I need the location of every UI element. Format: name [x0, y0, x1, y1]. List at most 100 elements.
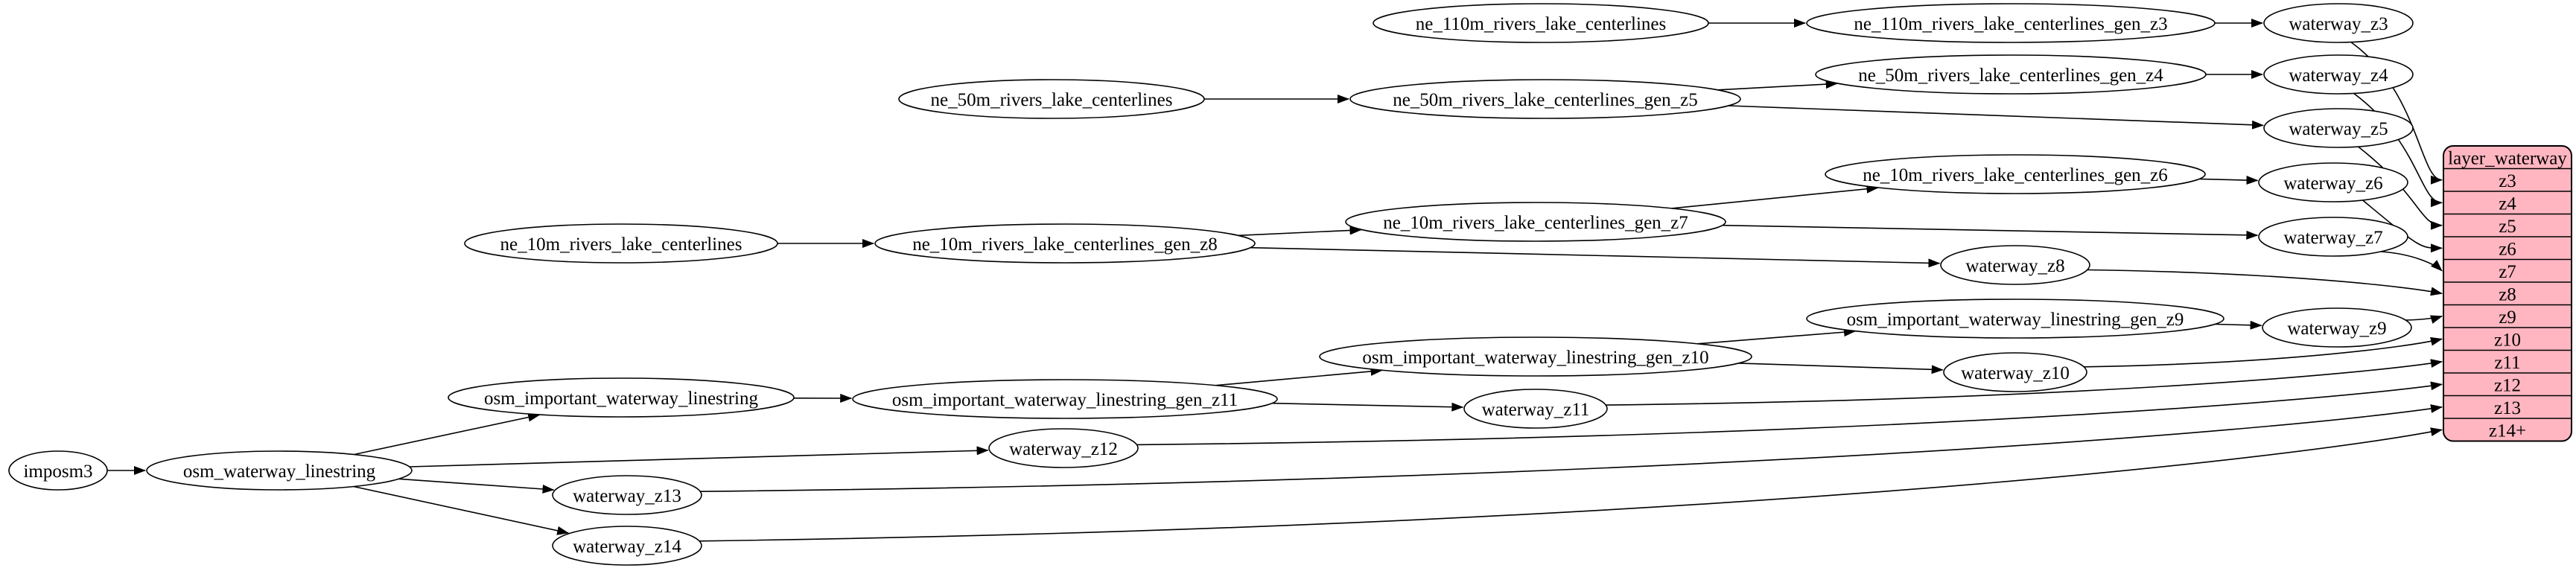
edge-osm_waterway_linestring-waterway_z14 [353, 485, 570, 535]
node-waterway_z12: waterway_z12 [988, 428, 1139, 468]
node-label: waterway_z8 [1965, 256, 2064, 276]
node-label: ne_110m_rivers_lake_centerlines [1416, 14, 1666, 34]
node-label: osm_waterway_linestring [183, 462, 376, 482]
node-label: ne_50m_rivers_lake_centerlines_gen_z5 [1393, 90, 1698, 110]
node-ellipse [874, 223, 1256, 264]
edge-osm_important_waterway_linestring_gen_z9-waterway_z9 [2215, 320, 2262, 330]
node-label: waterway_z7 [2283, 228, 2382, 248]
node-ellipse [1345, 202, 1726, 242]
edge-waterway_z6-layer_waterway-z6 [2362, 200, 2443, 253]
node-ellipse [2263, 3, 2414, 43]
node-ne_50m_rivers_lake_centerlines_gen_z4: ne_50m_rivers_lake_centerlines_gen_z4 [1815, 54, 2207, 95]
node-ellipse [1815, 54, 2207, 95]
edge-ne_10m_rivers_lake_centerlines_gen_z7-waterway_z7 [1722, 224, 2259, 240]
node-label: waterway_z12 [1009, 439, 1118, 459]
node-ne_110m_rivers_lake_centerlines_gen_z3: ne_110m_rivers_lake_centerlines_gen_z3 [1806, 3, 2216, 43]
node-label: waterway_z13 [573, 486, 681, 506]
node-ne_50m_rivers_lake_centerlines_gen_z5: ne_50m_rivers_lake_centerlines_gen_z5 [1349, 79, 1741, 119]
edge-waterway_z11-layer_waterway-z11 [1606, 359, 2443, 406]
edges-layer [107, 19, 2443, 542]
node-osm_important_waterway_linestring_gen_z10: osm_important_waterway_linestring_gen_z1… [1319, 336, 1752, 377]
node-ellipse [8, 450, 108, 491]
table-row-label-z10: z10 [2494, 330, 2521, 350]
edge-osm_waterway_linestring-osm_important_waterway_linestring [354, 412, 541, 456]
node-ellipse [1943, 352, 2087, 392]
edge-waterway_z10-layer_waterway-z10 [2084, 336, 2443, 368]
node-label: osm_important_waterway_linestring [484, 389, 758, 409]
edge-waterway_z12-layer_waterway-z12 [1136, 381, 2443, 446]
node-waterway_z5: waterway_z5 [2263, 108, 2414, 148]
table-row-label-z14+: z14+ [2489, 421, 2526, 441]
node-waterway_z8: waterway_z8 [1940, 245, 2090, 285]
node-osm_important_waterway_linestring: osm_important_waterway_linestring [448, 377, 795, 418]
node-ellipse [1825, 154, 2206, 194]
node-waterway_z4: waterway_z4 [2263, 54, 2414, 95]
node-ellipse [2263, 54, 2414, 95]
node-label: waterway_z6 [2283, 173, 2382, 194]
edge-osm_important_waterway_linestring_gen_z11-osm_important_waterway_linestring_gen_z10 [1215, 366, 1383, 386]
node-ne_110m_rivers_lake_centerlines: ne_110m_rivers_lake_centerlines [1373, 3, 1709, 43]
node-label: ne_110m_rivers_lake_centerlines_gen_z3 [1854, 14, 2167, 34]
node-label: osm_important_waterway_linestring_gen_z1… [1362, 348, 1708, 368]
table-row-label-z7: z7 [2499, 262, 2516, 282]
node-ellipse [552, 475, 702, 515]
table-layer-waterway: layer_waterwayz3z4z5z6z7z8z9z10z11z12z13… [2443, 145, 2572, 442]
node-label: ne_10m_rivers_lake_centerlines_gen_z7 [1383, 213, 1688, 233]
node-imposm3: imposm3 [8, 450, 108, 491]
edge-osm_important_waterway_linestring_gen_z11-waterway_z11 [1271, 402, 1464, 412]
node-waterway_z14: waterway_z14 [552, 526, 702, 566]
node-label: waterway_z4 [2289, 66, 2388, 86]
table-row-label-z4: z4 [2499, 194, 2516, 214]
node-label: imposm3 [23, 462, 92, 482]
node-ellipse [1806, 3, 2216, 43]
node-label: ne_10m_rivers_lake_centerlines_gen_z6 [1863, 165, 2168, 185]
node-ellipse [552, 526, 702, 566]
node-ne_10m_rivers_lake_centerlines: ne_10m_rivers_lake_centerlines [464, 223, 778, 264]
node-osm_waterway_linestring: osm_waterway_linestring [146, 450, 413, 491]
node-label: osm_important_waterway_linestring_gen_z1… [892, 390, 1238, 410]
table-row-label-z3: z3 [2499, 171, 2516, 191]
node-ellipse [2262, 307, 2412, 348]
edge-waterway_z9-layer_waterway-z9 [2405, 315, 2443, 324]
node-ellipse [988, 428, 1139, 468]
node-ellipse [2258, 217, 2408, 257]
node-waterway_z10: waterway_z10 [1943, 352, 2087, 392]
node-label: waterway_z5 [2289, 119, 2388, 139]
node-ellipse [1940, 245, 2090, 285]
edge-ne_50m_rivers_lake_centerlines_gen_z5-ne_50m_rivers_lake_centerlines_gen_z4 [1717, 80, 1838, 91]
node-label: waterway_z14 [573, 537, 681, 557]
node-waterway_z3: waterway_z3 [2263, 3, 2414, 43]
edge-osm_waterway_linestring-waterway_z12 [409, 446, 989, 468]
node-ellipse [2258, 162, 2408, 202]
node-ne_10m_rivers_lake_centerlines_gen_z8: ne_10m_rivers_lake_centerlines_gen_z8 [874, 223, 1256, 264]
node-label: ne_10m_rivers_lake_centerlines_gen_z8 [912, 234, 1218, 255]
node-label: waterway_z10 [1961, 363, 2070, 383]
edge-ne_10m_rivers_lake_centerlines_gen_z6-waterway_z6 [2199, 176, 2259, 185]
node-waterway_z11: waterway_z11 [1463, 389, 1608, 429]
edge-waterway_z14-layer_waterway-z14+ [699, 427, 2443, 542]
node-label: waterway_z3 [2289, 14, 2388, 34]
edge-ne_50m_rivers_lake_centerlines_gen_z5-waterway_z5 [1728, 105, 2264, 130]
table-row-label-z5: z5 [2499, 217, 2516, 237]
node-ne_50m_rivers_lake_centerlines: ne_50m_rivers_lake_centerlines [898, 79, 1205, 119]
edge-ne_10m_rivers_lake_centerlines_gen_z7-ne_10m_rivers_lake_centerlines_gen_z6 [1671, 184, 1879, 209]
node-ellipse [1319, 336, 1752, 377]
node-label: waterway_z9 [2287, 319, 2386, 339]
node-ellipse [852, 379, 1278, 419]
edge-osm_important_waterway_linestring_gen_z10-osm_important_waterway_linestring_gen_z9 [1697, 328, 1856, 345]
table-row-label-z8: z8 [2499, 284, 2516, 304]
edge-waterway_z5-layer_waterway-z5 [2358, 146, 2443, 230]
node-waterway_z6: waterway_z6 [2258, 162, 2408, 202]
node-label: waterway_z11 [1482, 400, 1590, 420]
table-row-label-z12: z12 [2494, 375, 2521, 395]
edge-osm_waterway_linestring-waterway_z13 [398, 478, 555, 494]
edge-ne_10m_rivers_lake_centerlines_gen_z8-ne_10m_rivers_lake_centerlines_gen_z7 [1238, 226, 1362, 237]
node-waterway_z7: waterway_z7 [2258, 217, 2408, 257]
node-ellipse [146, 450, 413, 491]
table-row-label-z6: z6 [2499, 239, 2516, 259]
table-title: layer_waterway [2448, 148, 2567, 168]
table-row-label-z11: z11 [2494, 353, 2520, 373]
node-ellipse [1806, 299, 2224, 339]
